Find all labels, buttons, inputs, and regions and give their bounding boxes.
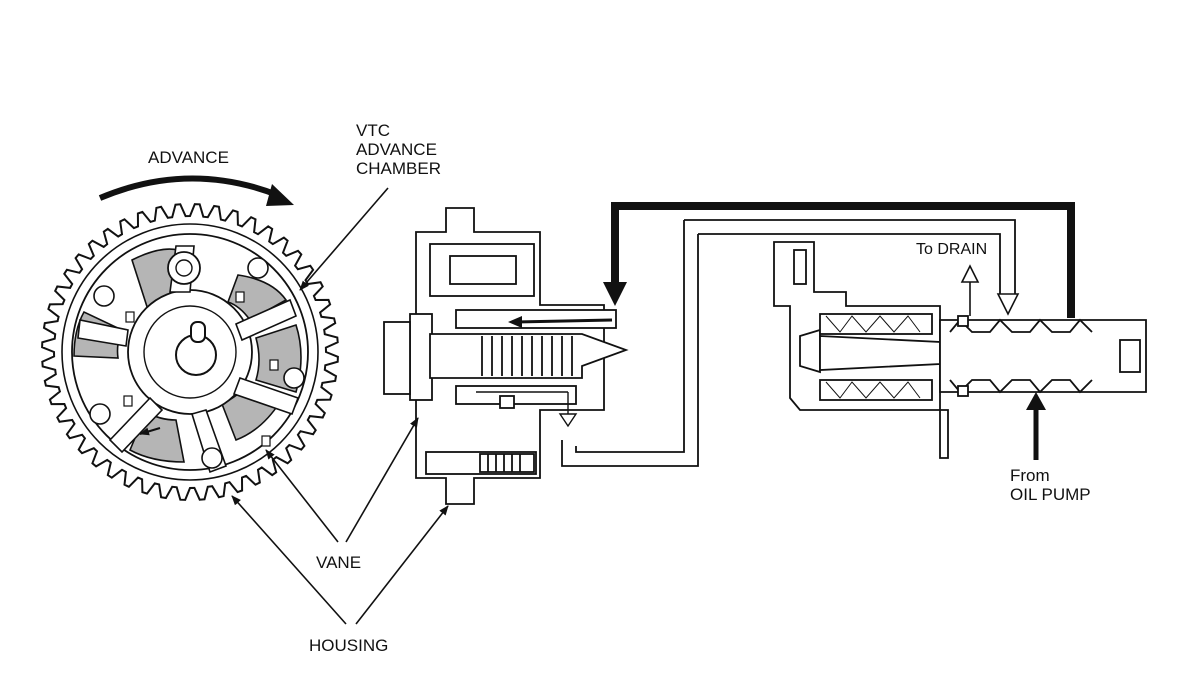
leader-lines <box>231 187 449 625</box>
actuator-drain-arrow <box>476 391 578 428</box>
vtc-actuator-section <box>383 207 629 505</box>
vtc-chamber-label-line3: CHAMBER <box>356 159 442 178</box>
vtc-chamber-label-line2: ADVANCE <box>356 140 437 159</box>
vane-label: VANE <box>316 553 362 572</box>
drain-arrow-down <box>996 293 1020 316</box>
vtc-sprocket <box>41 203 339 501</box>
oil-pump-arrow <box>1026 392 1046 460</box>
from-oil-pump-label-line2: OIL PUMP <box>1010 485 1091 504</box>
advance-label: ADVANCE <box>148 148 229 167</box>
to-drain-label: To DRAIN <box>916 241 988 258</box>
advance-arrow <box>98 175 294 206</box>
oil-passages <box>561 202 1075 467</box>
housing-label: HOUSING <box>309 636 389 655</box>
advance-flow-arrow <box>508 316 613 328</box>
to-drain-arrow <box>960 264 980 316</box>
vtc-chamber-label-line1: VTC <box>356 121 390 140</box>
from-oil-pump-label-line1: From <box>1010 466 1050 485</box>
vtc-spool-valve <box>773 241 1147 459</box>
